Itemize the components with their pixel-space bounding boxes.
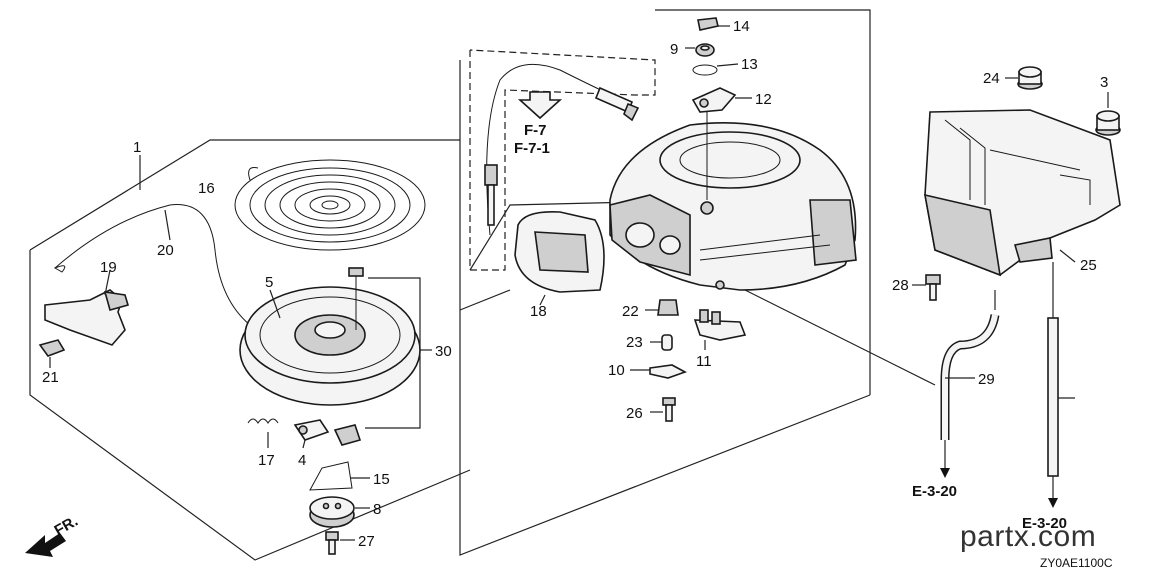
callout-label: 13 — [741, 56, 758, 73]
breather-tube-29-part — [1047, 262, 1075, 508]
friction-spring-part — [309, 461, 370, 491]
callout-label: 11 — [696, 353, 712, 370]
rubber-seal-part — [514, 210, 605, 306]
callout-labels: 1 16 20 19 21 5 30 17 4 15 8 27 18 14 9 … — [42, 18, 1108, 550]
callout-label: 17 — [258, 452, 275, 469]
bolt-25-part — [912, 274, 941, 301]
small-top-parts — [685, 17, 752, 113]
friction-plate-part — [309, 496, 370, 528]
callout-label: 25 — [1080, 257, 1097, 274]
ratchet-pawl-part — [293, 419, 362, 449]
callout-label: 8 — [373, 501, 381, 518]
callout-label: 30 — [435, 343, 452, 360]
callout-label: 22 — [622, 303, 639, 320]
ratchet-spring-part — [247, 418, 279, 448]
front-direction-arrow — [25, 533, 66, 557]
callout-label: 5 — [265, 274, 273, 291]
bolt-27-part — [325, 531, 355, 555]
breather-tube-28-part — [940, 290, 1000, 478]
callout-label: 18 — [530, 303, 547, 320]
callout-label: 1 — [133, 139, 141, 156]
starter-rope-part — [53, 204, 251, 326]
callout-label: 3 — [1100, 74, 1108, 91]
diagram-code: ZY0AE1100C — [1040, 556, 1113, 570]
callout-label: 28 — [892, 277, 909, 294]
callout-label: 21 — [42, 369, 59, 386]
callout-label: 10 — [608, 362, 625, 379]
callout-label: 14 — [733, 18, 750, 35]
callout-label: 26 — [626, 405, 643, 422]
grommet-parts — [1005, 66, 1121, 136]
callout-label: 19 — [100, 259, 117, 276]
callout-label: 15 — [373, 471, 390, 488]
callout-label: 27 — [358, 533, 375, 550]
callout-label: 23 — [626, 334, 643, 351]
ref-label-f7: F-7 — [524, 122, 547, 139]
callout-label: 20 — [157, 242, 174, 259]
callout-label: 24 — [983, 70, 1000, 87]
callout-bracket-30 — [365, 277, 432, 429]
recoil-reel-part — [239, 267, 421, 406]
ref-label-e3-20-right: E-3-20 — [1022, 515, 1067, 532]
watermark-brand: partx.com — [960, 520, 1097, 553]
starter-cable-part — [484, 63, 640, 236]
callout-label: 29 — [978, 371, 995, 388]
group-boundary-lines — [29, 9, 936, 561]
ref-label-f7-1: F-7-1 — [514, 140, 550, 157]
top-shroud-part — [923, 109, 1121, 277]
starter-cover-part — [609, 110, 857, 291]
grip-insert-part — [38, 339, 66, 368]
callout-label: 9 — [670, 41, 678, 58]
callout-label: 16 — [198, 180, 215, 197]
callout-label: 4 — [298, 452, 306, 469]
callout-label: 12 — [755, 91, 772, 108]
ref-label-e3-20-left: E-3-20 — [912, 483, 957, 500]
starter-grip-part — [44, 269, 130, 346]
front-label: FR. — [52, 513, 81, 540]
recoil-spring-part — [234, 159, 426, 251]
cover-lower-parts — [630, 299, 747, 422]
